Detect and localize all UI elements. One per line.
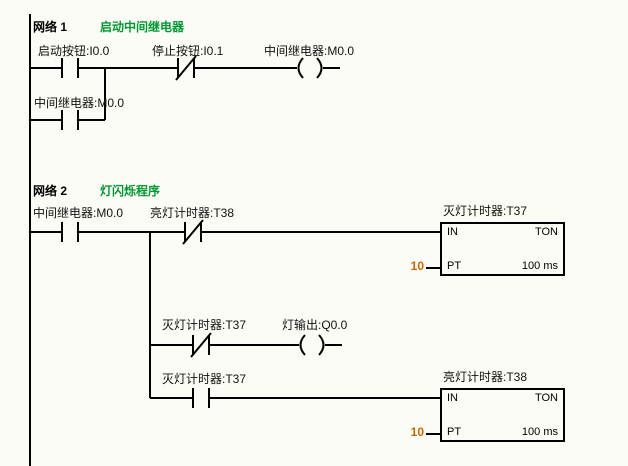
t37-type-label: TON bbox=[534, 226, 558, 238]
t38-timebase-label: 100 ms bbox=[521, 426, 558, 438]
t37-timer-label[interactable]: 灭灯计时器:T37 bbox=[443, 204, 528, 218]
network2-id: 网络 2 bbox=[33, 184, 68, 198]
start-contact-symbol[interactable] bbox=[61, 58, 79, 78]
network1-title: 启动中间继电器 bbox=[100, 20, 185, 34]
network2-title: 灯闪烁程序 bbox=[100, 184, 161, 198]
t38-nc-contact-label[interactable]: 亮灯计时器:T38 bbox=[150, 206, 235, 220]
t37-no-contact-label[interactable]: 灭灯计时器:T37 bbox=[162, 372, 247, 386]
t37-in-label: IN bbox=[447, 226, 458, 238]
m00-contact-label[interactable]: 中间继电器:M0.0 bbox=[33, 206, 124, 220]
m00-contact-symbol[interactable] bbox=[61, 222, 79, 242]
network1-id: 网络 1 bbox=[33, 20, 68, 34]
t38-timer-box[interactable]: IN TON PT 100 ms bbox=[440, 388, 565, 442]
t37-no-contact-symbol[interactable] bbox=[192, 388, 210, 408]
t38-nc-contact-symbol[interactable] bbox=[182, 219, 204, 245]
lamp-coil-label[interactable]: 灯输出:Q0.0 bbox=[282, 318, 348, 332]
start-contact-label[interactable]: 启动按钮:I0.0 bbox=[38, 44, 110, 58]
stop-contact-nc-symbol[interactable] bbox=[175, 55, 197, 81]
t38-pt-label: PT bbox=[447, 426, 462, 438]
t38-pt-value[interactable]: 10 bbox=[410, 425, 424, 439]
relay-coil-symbol[interactable] bbox=[297, 57, 323, 79]
t37-timer-box[interactable]: IN TON PT 100 ms bbox=[440, 222, 565, 276]
t37-nc-contact-label[interactable]: 灭灯计时器:T37 bbox=[162, 318, 247, 332]
t37-pt-value[interactable]: 10 bbox=[410, 259, 424, 273]
t38-timer-label[interactable]: 亮灯计时器:T38 bbox=[443, 370, 528, 384]
seal-contact-symbol[interactable] bbox=[61, 110, 79, 130]
t37-timebase-label: 100 ms bbox=[521, 260, 558, 272]
stop-contact-label[interactable]: 停止按钮:I0.1 bbox=[152, 44, 224, 58]
t37-nc-contact-symbol[interactable] bbox=[190, 332, 212, 358]
seal-branch-wire bbox=[31, 68, 106, 121]
lamp-coil-symbol[interactable] bbox=[299, 334, 325, 356]
t38-in-label: IN bbox=[447, 392, 458, 404]
seal-contact-label[interactable]: 中间继电器:M0.0 bbox=[34, 96, 125, 110]
relay-coil-label[interactable]: 中间继电器:M0.0 bbox=[264, 44, 355, 58]
t37-pt-label: PT bbox=[447, 260, 462, 272]
t38-type-label: TON bbox=[534, 392, 558, 404]
